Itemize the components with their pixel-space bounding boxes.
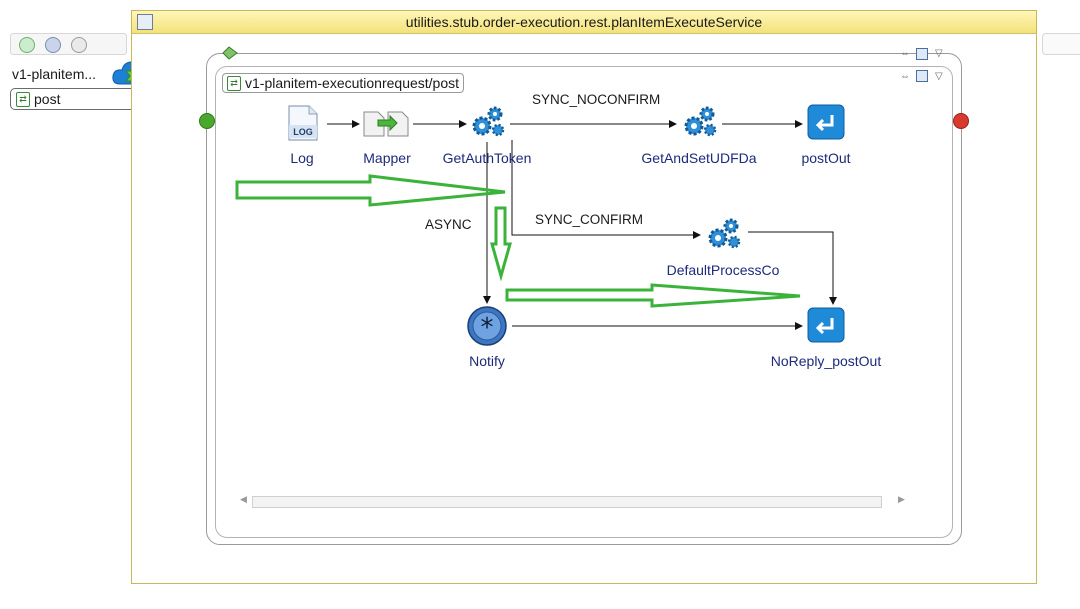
side-panel-tab[interactable] — [1042, 33, 1080, 55]
gears-icon[interactable] — [468, 102, 506, 140]
expand-icon[interactable]: ⇔ — [900, 48, 910, 59]
node-notify-label: Notify — [469, 353, 505, 369]
operation-post[interactable]: ⇄ post — [10, 88, 170, 110]
edge-label-async: ASYNC — [425, 217, 472, 232]
gears-icon[interactable] — [680, 102, 718, 140]
service-container — [131, 10, 1037, 584]
diamond-arrow-icon[interactable] — [222, 46, 238, 60]
flow-icon: ⇄ — [227, 76, 241, 91]
edge-label-sync-noconfirm: SYNC_NOCONFIRM — [532, 92, 661, 107]
expand-icon[interactable]: ⇔ — [900, 71, 910, 82]
info-icon[interactable] — [45, 37, 61, 53]
node-defaultprocess-label: DefaultProcessCo — [666, 262, 780, 278]
svg-text:*: * — [481, 313, 494, 343]
log-icon[interactable]: LOG — [285, 104, 321, 142]
process-flow-frame — [215, 66, 953, 538]
node-getandset-label: GetAndSetUDFDa — [641, 150, 757, 166]
node-getauthtoken-label: GetAuthToken — [442, 150, 532, 166]
chevron-down-icon[interactable]: ▽ — [935, 48, 943, 59]
operation-label: post — [34, 91, 61, 107]
edge-label-sync-confirm: SYNC_CONFIRM — [535, 212, 644, 227]
palette-toolbar — [10, 33, 127, 55]
reply-icon[interactable] — [807, 307, 845, 343]
end-event-icon[interactable] — [953, 113, 969, 129]
container-title-bar: utilities.stub.order-execution.rest.plan… — [131, 10, 1037, 34]
horizontal-scrollbar[interactable] — [252, 496, 882, 508]
node-postout-label: postOut — [801, 150, 851, 166]
flow-label-text: v1-planitem-executionrequest/post — [245, 75, 460, 91]
gears-icon[interactable] — [704, 214, 742, 252]
log-icon-text: LOG — [293, 127, 313, 137]
table-icon — [137, 14, 153, 30]
annotation-arrows — [235, 174, 801, 308]
minimize-icon[interactable] — [916, 70, 928, 82]
flow-icon: ⇄ — [16, 92, 30, 107]
outer-flow-frame — [206, 53, 962, 545]
start-event-icon[interactable] — [199, 113, 215, 129]
connector-icon[interactable] — [19, 37, 35, 53]
node-noreply-label: NoReply_postOut — [770, 353, 882, 369]
minimize-icon[interactable] — [916, 48, 928, 60]
flow-label[interactable]: ⇄ v1-planitem-executionrequest/post — [222, 73, 465, 93]
scroll-left-icon[interactable]: ◀ — [240, 494, 247, 504]
node-mapper-label: Mapper — [363, 150, 411, 166]
reply-icon[interactable] — [807, 104, 845, 140]
container-title: utilities.stub.order-execution.rest.plan… — [405, 14, 763, 30]
service-name: v1-planitem... — [12, 66, 97, 82]
mapper-icon[interactable] — [362, 108, 412, 138]
notify-icon[interactable]: * — [466, 305, 508, 347]
node-log-label: Log — [290, 150, 314, 166]
scroll-right-icon[interactable]: ▶ — [898, 494, 905, 504]
user-icon[interactable] — [71, 37, 87, 53]
chevron-down-icon[interactable]: ▽ — [935, 71, 943, 82]
